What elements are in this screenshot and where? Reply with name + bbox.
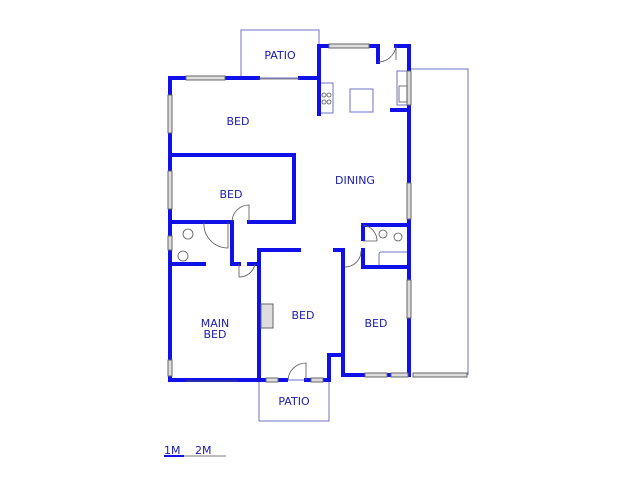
room-label-bed-right: BED bbox=[364, 317, 388, 330]
room-label-bed-middle: BED bbox=[291, 309, 315, 322]
yard-outline bbox=[409, 68, 469, 375]
stove-counter bbox=[318, 82, 334, 114]
windows bbox=[167, 43, 468, 383]
room-label-patio-top: PATIO bbox=[264, 49, 296, 62]
room-label-dining: DINING bbox=[335, 174, 375, 187]
room-label-bed-second: BED bbox=[219, 188, 243, 201]
patio-bottom-outline bbox=[258, 379, 330, 422]
fixtures bbox=[177, 85, 408, 262]
room-label-main-bed: MAIN BED bbox=[200, 317, 230, 341]
scale-label-2m: 2M bbox=[195, 444, 212, 457]
room-label-bed-top: BED bbox=[226, 115, 250, 128]
door-swings bbox=[203, 45, 397, 381]
scale-label-1m: 1M bbox=[164, 444, 181, 457]
room-label-patio-bottom: PATIO bbox=[278, 395, 310, 408]
kitchen-island bbox=[349, 88, 374, 113]
bathtub bbox=[378, 251, 410, 268]
